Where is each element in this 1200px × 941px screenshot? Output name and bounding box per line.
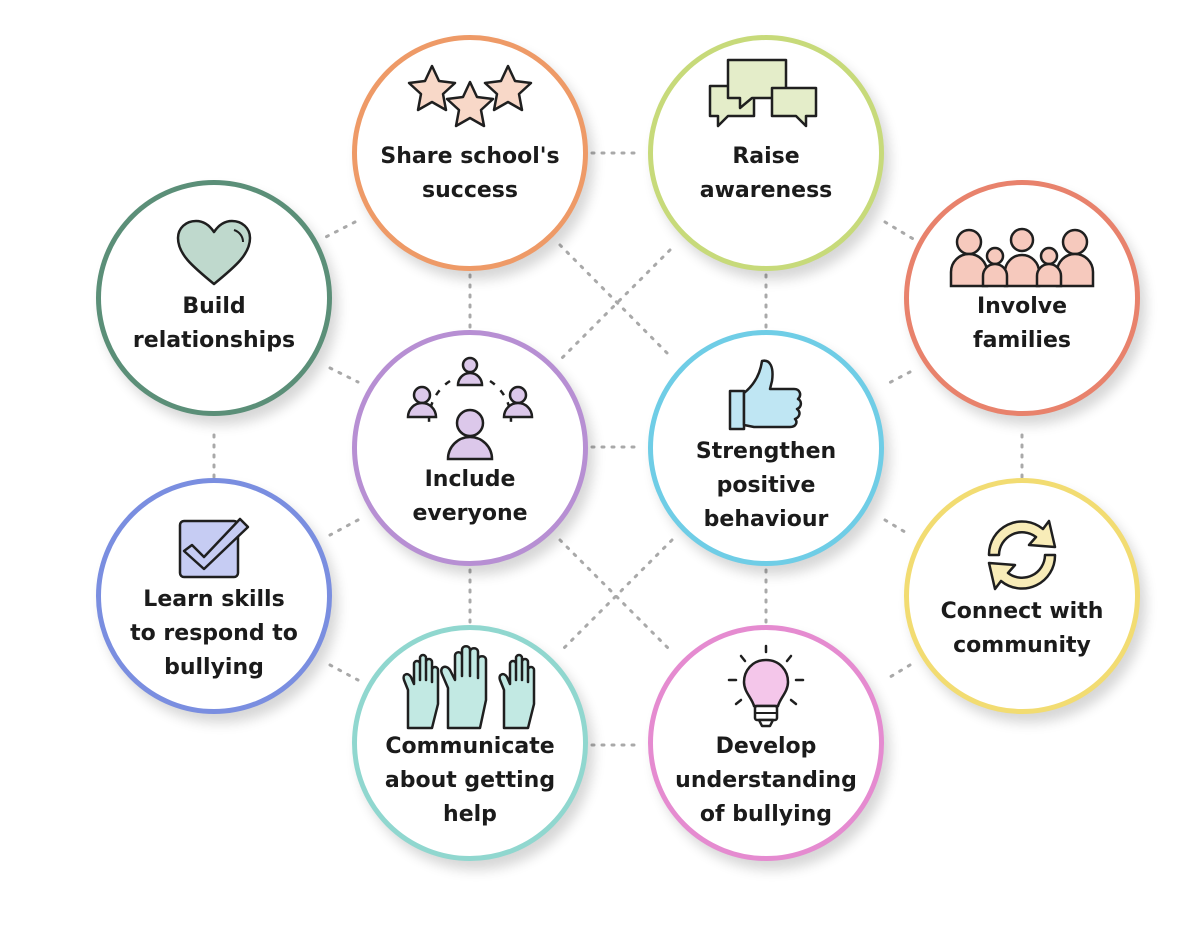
circle-involve-families: Involve families	[904, 180, 1140, 416]
circle-strengthen-positive-behaviour: Strengthen positive behaviour	[648, 330, 884, 566]
connector-strengthen-communicate	[558, 538, 674, 654]
stars-icon	[400, 40, 540, 140]
cycle-arrows-icon	[952, 483, 1092, 595]
circle-include-everyone: Include everyone	[352, 330, 588, 566]
connector-strengthen-connect	[883, 518, 912, 537]
label-raise-awareness: Raise awareness	[699, 144, 833, 203]
circle-learn-skills: Learn skills to respond to bullying	[96, 478, 332, 714]
circle-communicate-about-getting-help: Communicate about getting help	[352, 625, 588, 861]
thumbs-up-icon	[696, 335, 836, 435]
connector-learn-communicate	[328, 663, 360, 682]
label-learn-skills: Learn skills to respond to bullying	[130, 587, 298, 680]
people-circle-icon	[395, 335, 545, 463]
lightbulb-icon	[696, 630, 836, 730]
connector-raise-include	[558, 248, 672, 362]
heart-icon	[144, 185, 284, 290]
label-strengthen-positive-behaviour: Strengthen positive behaviour	[695, 439, 837, 532]
label-involve-families: Involve families	[973, 294, 1071, 353]
connector-include-learn	[328, 518, 360, 537]
label-share-school-success: Share school's success	[380, 144, 560, 203]
label-communicate-about-getting-help: Communicate about getting help	[384, 734, 556, 827]
connector-share-build	[318, 220, 357, 242]
speech-bubbles-icon	[696, 40, 836, 140]
connector-build-include	[328, 366, 360, 384]
circle-share-school-success: Share school's success	[352, 35, 588, 271]
circle-raise-awareness: Raise awareness	[648, 35, 884, 271]
connector-share-strengthen	[558, 243, 674, 360]
checkbox-icon	[144, 483, 284, 583]
circle-build-relationships: Build relationships	[96, 180, 332, 416]
connector-connect-develop	[883, 663, 912, 682]
circle-connect-with-community: Connect with community	[904, 478, 1140, 714]
label-connect-with-community: Connect with community	[940, 599, 1104, 658]
raised-hands-icon	[395, 630, 545, 730]
circle-develop-understanding-of-bullying: Develop understanding of bullying	[648, 625, 884, 861]
connector-involve-strengthen	[883, 370, 912, 387]
label-build-relationships: Build relationships	[132, 294, 296, 353]
label-include-everyone: Include everyone	[412, 467, 528, 526]
label-develop-understanding-of-bullying: Develop understanding of bullying	[675, 734, 857, 827]
connector-raise-involve	[883, 220, 917, 242]
family-icon	[947, 185, 1097, 290]
